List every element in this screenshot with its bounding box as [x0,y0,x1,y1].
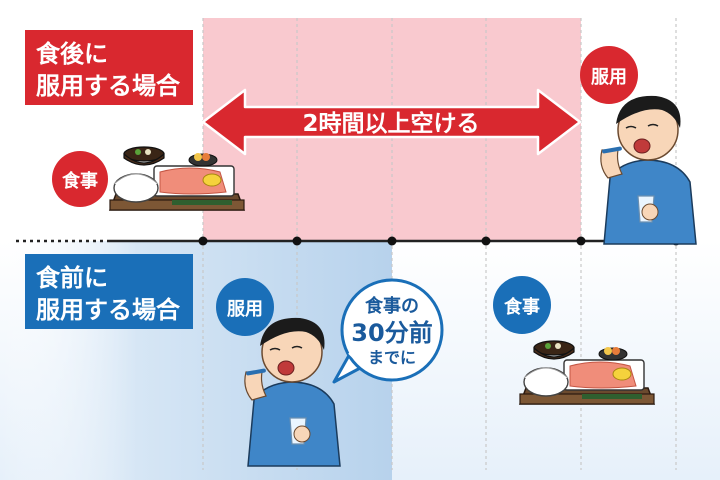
before-meal-label: 食前に 服用する場合 [25,254,193,329]
interval-arrow: 2時間以上空ける [201,88,582,156]
after-meal-label-line2: 服用する場合 [36,72,181,100]
speech-bubble: 食事の 30分前 までに [332,278,444,384]
interval-arrow-text: 2時間以上空ける [302,110,479,137]
person-taking-medicine-icon-bottom [244,317,341,467]
person-taking-medicine-icon [600,95,697,245]
bubble-text-line1: 食事の [364,295,419,317]
before-meal-dose-badge: 服用 [216,278,274,336]
meal-tray-icon-bottom [518,340,656,405]
bubble-text-line2: 30分前 [351,319,432,347]
bubble-text-line3: までに [368,348,416,367]
after-meal-meal-badge: 食事 [52,151,108,207]
before-meal-meal-badge-text: 食事 [503,296,540,318]
after-meal-label: 食後に 服用する場合 [25,30,193,105]
meal-tray-icon [108,146,246,211]
before-meal-meal-badge: 食事 [493,276,551,334]
after-meal-meal-badge-text: 食事 [61,170,98,192]
after-meal-label-line1: 食後に [36,40,108,68]
before-meal-label-line2: 服用する場合 [36,296,181,324]
after-meal-dose-badge: 服用 [580,46,638,104]
before-meal-dose-badge-text: 服用 [227,299,263,320]
before-meal-label-line1: 食前に [36,264,108,292]
after-meal-dose-badge-text: 服用 [591,67,627,88]
